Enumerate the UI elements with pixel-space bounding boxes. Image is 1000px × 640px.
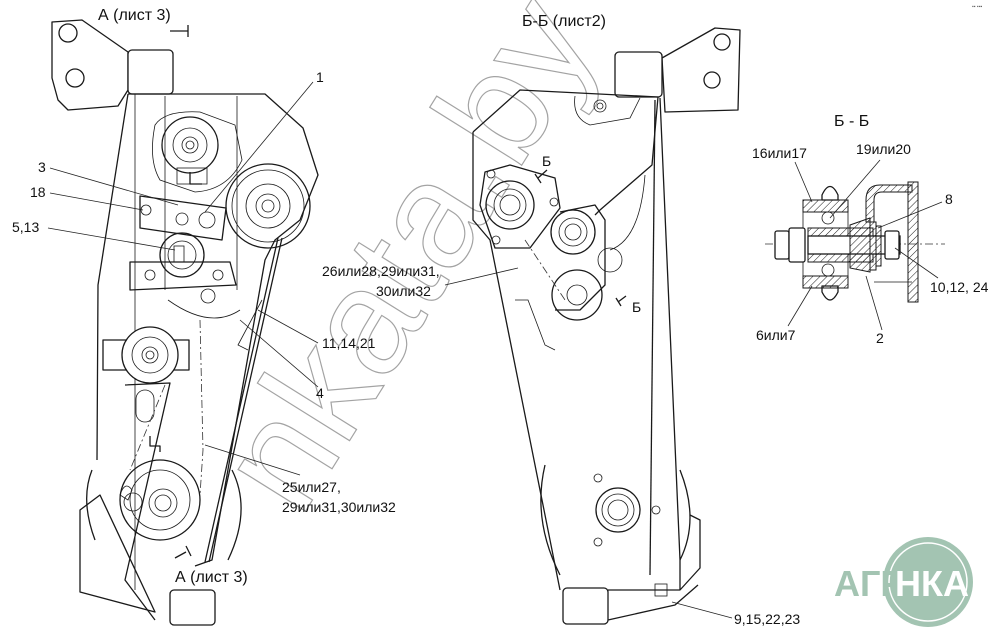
callout-5-13: 5,13 [12, 219, 39, 235]
callout-3: 3 [38, 159, 46, 175]
middle-sprocket [121, 326, 179, 384]
section-mark-b-label-upper: Б [542, 153, 551, 169]
bearing-outer-top [802, 199, 849, 213]
square-tube-top [127, 49, 174, 95]
view-a-assembly [51, 19, 319, 626]
lower-lever-arm [124, 382, 171, 621]
callout-8: 8 [945, 191, 953, 207]
logo-right-text: НКА [895, 563, 969, 604]
lower-bearing-right [595, 487, 641, 533]
idler-right [550, 209, 596, 255]
square-tube-top-right [614, 51, 663, 98]
ground-wheel-outline [86, 469, 242, 561]
section-bb-title: Б - Б [834, 113, 869, 130]
section-bb-labels: Б - Б 16или17 19или20 8 10,12, 24 6или7 … [752, 113, 989, 346]
mounting-plate [907, 181, 919, 303]
main-plate-outline [128, 93, 319, 567]
view-a-title-top: А (лист 3) [98, 7, 171, 24]
ground-wheel-outline-right [540, 464, 691, 576]
square-tube-bottom-right [562, 587, 609, 625]
callout-1: 1 [316, 69, 324, 85]
main-plate-left-right-view [472, 132, 561, 591]
main-plate-left-edge [96, 93, 129, 461]
view-a-title-bottom: А (лист 3) [175, 569, 248, 586]
callout-2: 2 [876, 330, 884, 346]
callout-29-31-30-32: 29или31,30или32 [282, 499, 396, 515]
bearing-housing [159, 232, 205, 278]
bearing-flange [129, 261, 237, 291]
section-mark-b-upper [534, 169, 548, 184]
view-a-labels: А (лист 3) А (лист 3) 1 3 18 5,13 11,14,… [12, 7, 396, 586]
callout-18: 18 [30, 184, 46, 200]
corner-mark: ▪▪ ▪▪▪ [972, 4, 982, 10]
top-mount-bracket-right [661, 27, 741, 113]
top-mount-bracket [51, 19, 129, 111]
bracket-hole [65, 68, 85, 88]
callout-30-32: 30или32 [376, 283, 431, 299]
main-plate-right-edge [659, 97, 681, 590]
callout-16-17: 16или17 [752, 145, 807, 161]
view-bb-title: Б-Б (лист2) [522, 13, 606, 30]
large-idler-pulley [225, 163, 311, 249]
callout-11-14-21: 11,14,21 [322, 335, 376, 351]
callout-6-7: 6или7 [756, 327, 796, 343]
agronka-logo: АГРО НКА [834, 537, 973, 627]
bearing-housing-right [485, 180, 535, 230]
section-mark-b-lower [615, 295, 627, 307]
callout-26-28-29-31: 26или28,29или31, [322, 263, 440, 279]
bracket-hole [58, 23, 78, 43]
callout-4: 4 [316, 385, 324, 401]
square-tube-bottom [169, 589, 216, 626]
section-bb-detail [765, 181, 945, 303]
bottom-skid [79, 494, 156, 613]
callout-19-20: 19или20 [856, 141, 911, 157]
bearing-outer-bottom [802, 275, 849, 289]
upper-sprocket [161, 116, 219, 174]
lower-sprocket [119, 459, 201, 541]
callout-10-12-24: 10,12, 24 [930, 279, 989, 295]
bearing-flange-right [479, 164, 561, 249]
nut [774, 230, 790, 260]
section-mark-a-bottom [174, 545, 192, 559]
logo-left-text: АГРО [834, 563, 932, 604]
callout-9-15-22-23: 9,15,22,23 [734, 611, 800, 627]
view-bb-assembly [472, 27, 741, 625]
tensioner-arm [139, 195, 227, 241]
lower-idler-right [551, 269, 603, 321]
view-bb-labels: Б-Б (лист2) Б Б 26или28,29или31, 30или32… [322, 13, 800, 627]
section-mark-b-label-lower: Б [632, 299, 641, 315]
logo-circle [883, 537, 973, 627]
callout-25-27: 25или27, [282, 479, 341, 495]
section-mark-a-top [170, 25, 189, 37]
